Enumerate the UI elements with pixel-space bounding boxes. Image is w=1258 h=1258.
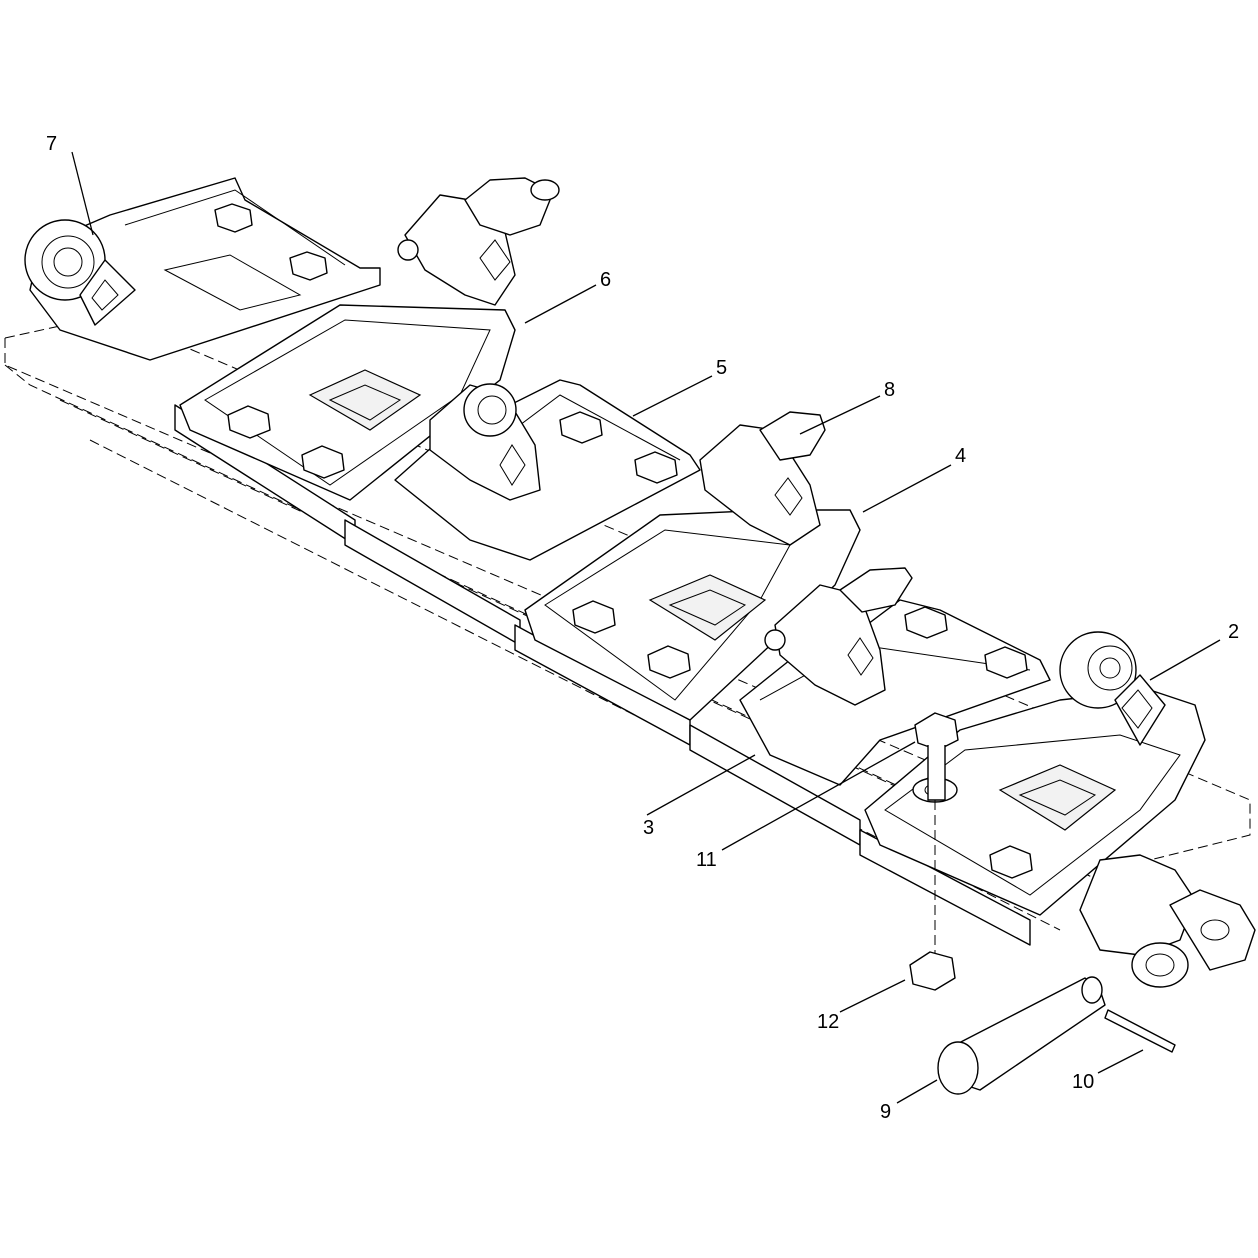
callout-10: 10 [1072,1071,1094,1093]
callout-8: 8 [884,379,895,401]
tooth-8 [699,411,826,546]
chain-link [1079,854,1256,988]
holder-6 [179,304,516,501]
cotter-10 [1104,1009,1176,1053]
callout-11: 11 [696,849,717,871]
tooth-3 [764,567,913,706]
callout-5: 5 [716,357,727,379]
bolt-11 [914,712,959,960]
callout-9: 9 [880,1101,891,1123]
tooth-5 [429,383,541,501]
chain-plates [174,404,1031,946]
callout-7: 7 [46,133,57,155]
leader-lines [71,151,1221,1104]
nut-12 [909,951,956,991]
pin-9 [937,976,1106,1095]
callout-6: 6 [600,269,611,291]
holder-3 [739,599,1051,786]
callout-3: 3 [643,817,654,839]
callout-2: 2 [1228,621,1239,643]
callout-12: 12 [817,1011,839,1033]
holder-2 [864,631,1206,916]
holder-7 [24,177,381,361]
tooth-top [397,177,560,306]
callout-4: 4 [955,445,966,467]
callouts: 7 6 5 8 4 2 3 11 12 9 10 [46,133,1239,1123]
holder-4 [524,509,861,721]
